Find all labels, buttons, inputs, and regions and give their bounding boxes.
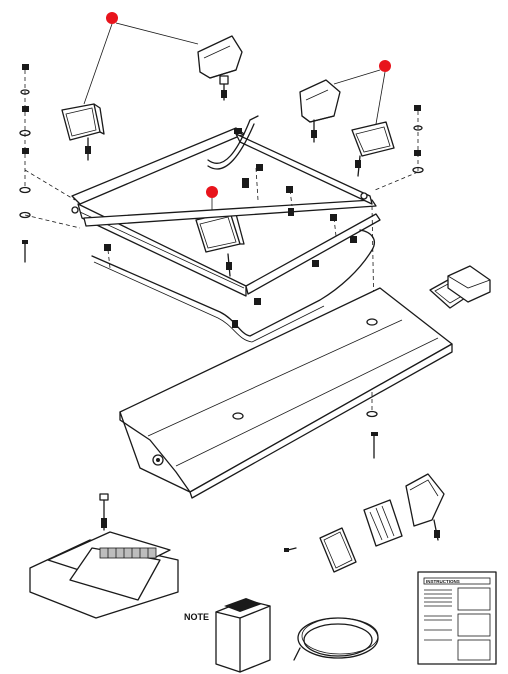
bracket-icon [71,115,381,343]
callout-rear-lamps [83,12,199,105]
roof-panel [119,287,453,499]
instruction-sheet-icon [417,571,497,665]
note-box-icon [215,598,271,673]
lamp-icon [405,473,445,541]
instructions-title: INSTRUCTIONS [426,579,460,584]
nut-icon [22,64,29,70]
wire-coil-icon [293,617,379,661]
lamp-icon [61,103,105,161]
lamp-icon [351,121,395,177]
note-label: NOTE [184,612,209,622]
nut-icon [414,150,421,156]
grommet-icon [447,265,491,303]
lens-icon [319,527,357,573]
switch-panel-assembly [29,493,179,619]
nut-icon [22,106,29,112]
lamp-icon [195,211,245,277]
left-hardware-stack [19,64,81,263]
callout-right-lamps [333,60,391,125]
bolt-icon [371,432,378,459]
nut-icon [414,105,421,111]
washer-icon [19,186,31,194]
screw-icon [284,547,297,552]
lamp-icon [299,79,341,143]
washer-icon [366,410,378,418]
bolt-icon [22,240,28,263]
lamp-icon [197,35,243,101]
nut-icon [22,148,29,154]
bolt-icon [99,493,109,531]
right-hardware-stack [374,105,424,191]
lens-icon [363,499,403,547]
